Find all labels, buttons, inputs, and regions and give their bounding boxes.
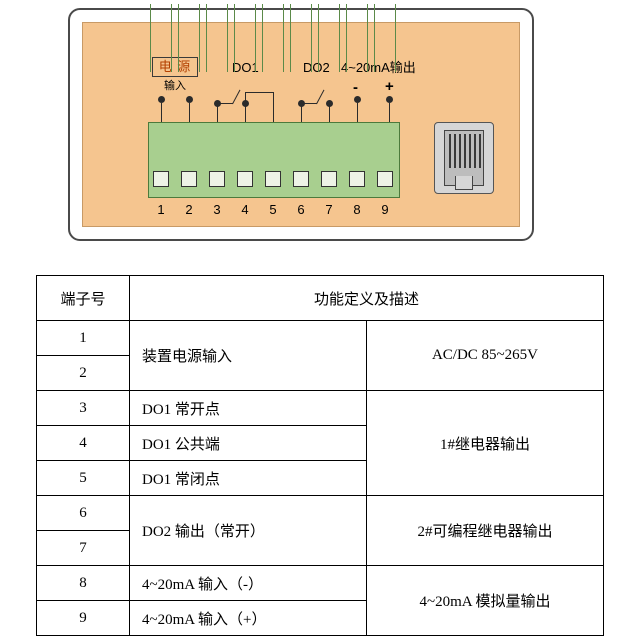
terminal-hole-6 [293, 171, 309, 187]
cell-terminal-no: 8 [36, 565, 130, 601]
cell-description: 4~20mA 输入（-） [129, 565, 367, 601]
power-pin-1-dot [158, 96, 165, 103]
rj-pin-1 [449, 134, 451, 168]
terminal-hole-3 [209, 171, 225, 187]
cell-terminal-no: 9 [36, 600, 130, 636]
table-row: 8 4~20mA 输入（-） 4~20mA 模拟量输出 [36, 565, 604, 636]
table-row: 5 DO1 常闭点 [36, 460, 604, 496]
terminal-function-table: 端子号 功能定义及描述 1 装置电源输入 AC/DC 85~265V 2 3 D… [36, 275, 604, 636]
terminal-number-2: 2 [185, 202, 193, 217]
power-label: 电 源 [158, 59, 192, 74]
analog-output-label: 4~20mA输出 [341, 60, 416, 75]
cell-description: DO2 输出（常开） [129, 495, 367, 566]
rj-pin-3 [459, 134, 461, 168]
terminal-cell-3 [206, 4, 228, 72]
terminal-number-9: 9 [381, 202, 389, 217]
terminal-cell-5 [262, 4, 284, 72]
power-label-box [152, 57, 198, 77]
cell-description: 4~20mA 输入（+） [129, 600, 367, 636]
terminal-hole-2 [181, 171, 197, 187]
table-row: 7 [36, 530, 604, 566]
terminal-number-8: 8 [353, 202, 361, 217]
cell-spec: 2#可编程继电器输出 [366, 495, 604, 566]
cell-spec: 1#继电器输出 [366, 390, 604, 496]
cell-terminal-no: 7 [36, 530, 130, 566]
terminal-number-4: 4 [241, 202, 249, 217]
table-row: 9 4~20mA 输入（+） [36, 600, 604, 636]
analog-minus-label: - [353, 79, 358, 96]
rj-pin-7 [479, 134, 481, 168]
rj-pin-2 [454, 134, 456, 168]
terminal-cell-1 [150, 4, 172, 72]
terminal-cell-4 [234, 4, 256, 72]
table-row: 1 装置电源输入 AC/DC 85~265V [36, 320, 604, 391]
power-pin-1-lead [161, 103, 162, 123]
cell-description: DO1 公共端 [129, 425, 367, 461]
header-terminal-no: 端子号 [36, 275, 130, 321]
terminal-number-7: 7 [325, 202, 333, 217]
cell-terminal-no: 6 [36, 495, 130, 531]
cell-terminal-no: 4 [36, 425, 130, 461]
analog-pin-plus-lead [389, 103, 390, 123]
terminal-hole-8 [349, 171, 365, 187]
terminal-cell-8 [346, 4, 368, 72]
cell-description: DO1 常闭点 [129, 460, 367, 496]
table-row: 4 DO1 公共端 [36, 425, 604, 461]
header-function: 功能定义及描述 [129, 275, 604, 321]
analog-plus-label: + [385, 78, 394, 95]
table-row: 6 DO2 输出（常开） 2#可编程继电器输出 [36, 495, 604, 566]
terminal-hole-5 [265, 171, 281, 187]
power-input-sublabel: 输入 [164, 80, 186, 92]
table-header-row: 端子号 功能定义及描述 [36, 275, 604, 321]
cell-spec: 4~20mA 模拟量输出 [366, 565, 604, 636]
terminal-cell-2 [178, 4, 200, 72]
power-pin-2-lead [189, 103, 190, 123]
table-row: 3 DO1 常开点 1#继电器输出 [36, 390, 604, 496]
terminal-hole-9 [377, 171, 393, 187]
terminal-hole-4 [237, 171, 253, 187]
terminal-hole-1 [153, 171, 169, 187]
rj-pin-6 [474, 134, 476, 168]
rj-pin-5 [469, 134, 471, 168]
terminal-number-5: 5 [269, 202, 277, 217]
cell-description: DO1 常开点 [129, 390, 367, 426]
cell-terminal-no: 1 [36, 320, 130, 356]
analog-pin-plus-dot [386, 96, 393, 103]
do1-label: DO1 [232, 60, 259, 75]
cell-terminal-no: 5 [36, 460, 130, 496]
rj-jack-notch [455, 176, 473, 190]
terminal-number-1: 1 [157, 202, 165, 217]
analog-pin-minus-lead [357, 103, 358, 123]
analog-pin-minus-dot [354, 96, 361, 103]
terminal-number-6: 6 [297, 202, 305, 217]
terminal-hole-7 [321, 171, 337, 187]
cell-terminal-no: 2 [36, 355, 130, 391]
cell-description: 装置电源输入 [129, 320, 367, 391]
do2-label: DO2 [303, 60, 330, 75]
terminal-cell-9 [374, 4, 396, 72]
terminal-cell-7 [318, 4, 340, 72]
terminal-number-3: 3 [213, 202, 221, 217]
cell-spec: AC/DC 85~265V [366, 320, 604, 391]
terminal-cell-6 [290, 4, 312, 72]
cell-terminal-no: 3 [36, 390, 130, 426]
power-pin-2-dot [186, 96, 193, 103]
rj-pin-4 [464, 134, 466, 168]
device-terminal-diagram: 电 源 输入 DO1 DO2 4~20mA输出 - + [0, 0, 640, 255]
